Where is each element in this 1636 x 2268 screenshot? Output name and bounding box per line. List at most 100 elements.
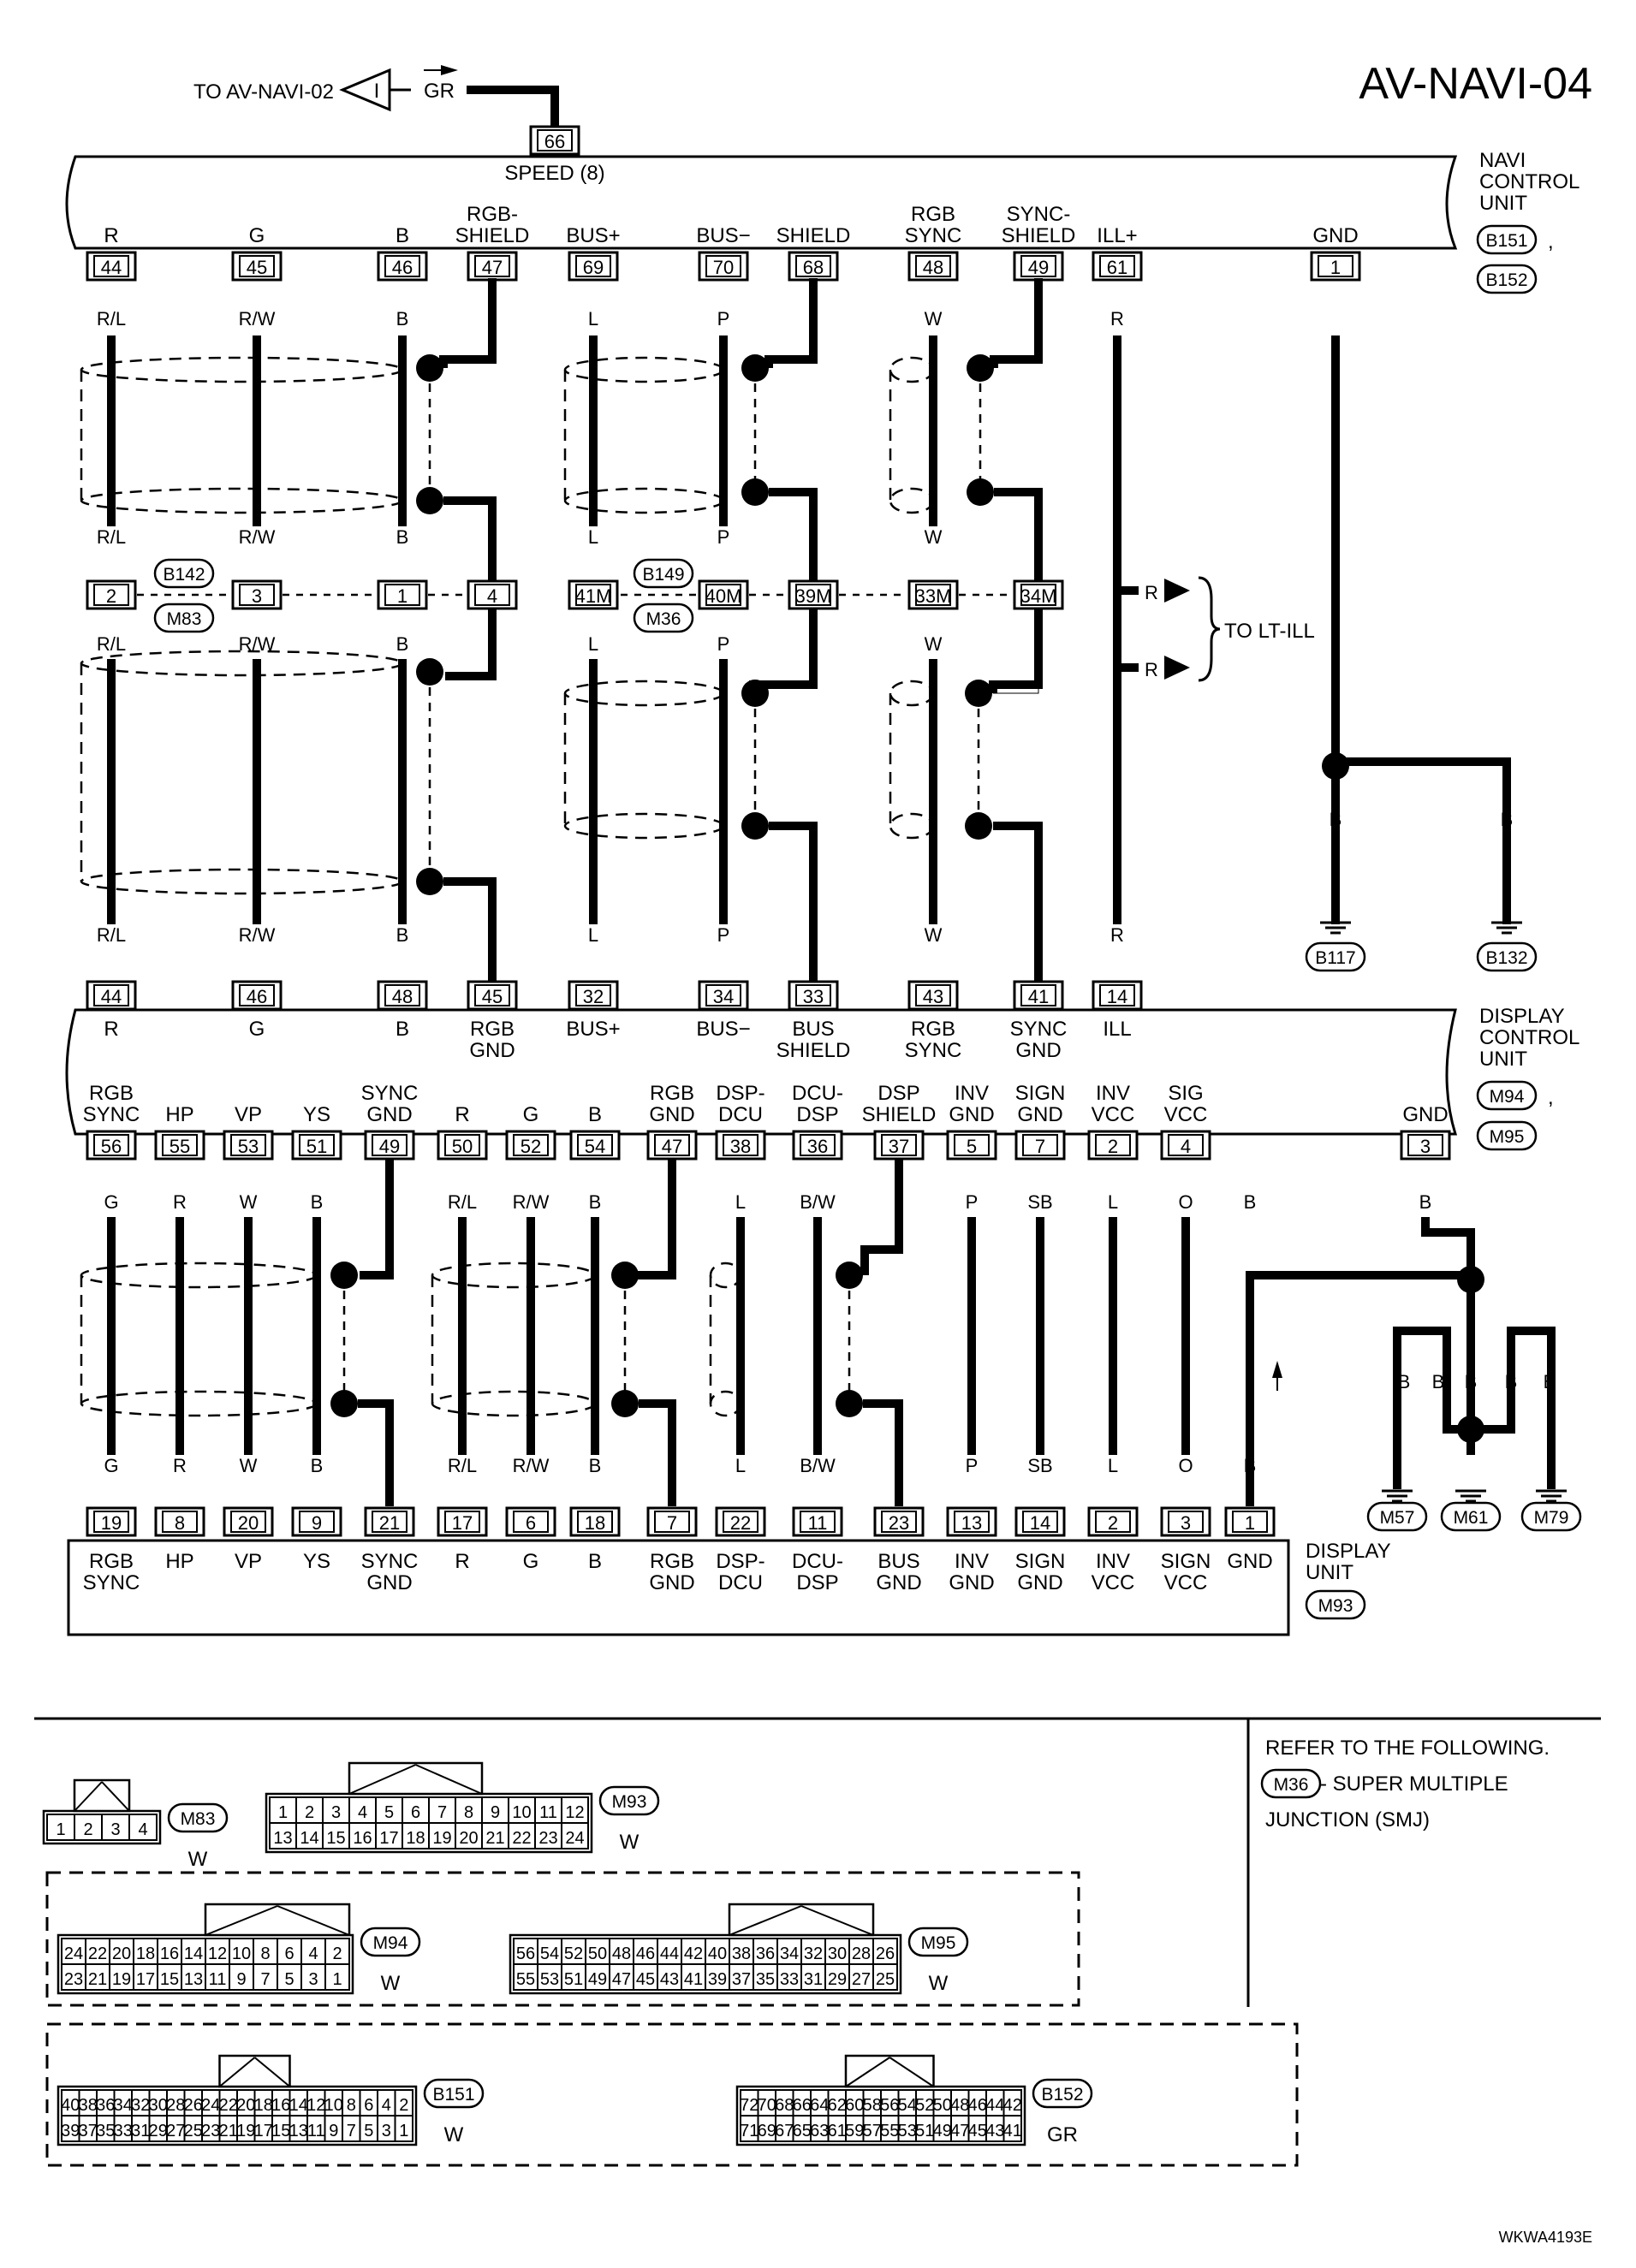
wire-color: R bbox=[173, 1455, 187, 1476]
pin-box bbox=[1407, 1134, 1443, 1156]
pin-box bbox=[1099, 984, 1135, 1006]
dcu-bottom-label: DSP bbox=[877, 1082, 919, 1105]
cavity-number: 45 bbox=[968, 2122, 987, 2140]
connector-color: W bbox=[620, 1831, 640, 1854]
dcu-bottom-pin: 53 bbox=[238, 1136, 259, 1157]
shield-cable bbox=[80, 1262, 318, 1289]
wire-color: W bbox=[240, 1455, 258, 1476]
display-unit-pin: 3 bbox=[1181, 1512, 1191, 1534]
to-lt-ill-label: TO LT-ILL bbox=[1224, 620, 1315, 643]
cavity-number: 17 bbox=[254, 2122, 273, 2140]
navi-pin-label: SHIELD bbox=[455, 224, 530, 247]
wire-color: B bbox=[1465, 1371, 1478, 1392]
display-unit-label: SYNC bbox=[83, 1571, 140, 1594]
cavity-number: 6 bbox=[364, 2096, 373, 2115]
cavity-number: 40 bbox=[708, 1944, 727, 1963]
pin-box bbox=[1099, 255, 1135, 277]
pin-box bbox=[1318, 255, 1353, 277]
pin-box bbox=[513, 1134, 549, 1156]
cavity-number: 61 bbox=[828, 2122, 847, 2140]
cavity bbox=[455, 1822, 483, 1849]
cavity-number: 52 bbox=[915, 2096, 934, 2115]
dcu-bottom-pin: 54 bbox=[585, 1136, 605, 1157]
cavity-number: 5 bbox=[364, 2122, 373, 2140]
dcu-bottom-pin: 2 bbox=[1108, 1136, 1118, 1157]
cavity-number: 9 bbox=[236, 1970, 246, 1989]
display-unit-label: VP bbox=[235, 1550, 262, 1573]
cavity-number: 39 bbox=[708, 1970, 727, 1989]
cavity bbox=[776, 1963, 802, 1991]
ground-wire bbox=[1393, 1327, 1471, 1489]
cavity-number: 7 bbox=[347, 2122, 356, 2140]
cavity bbox=[508, 1796, 536, 1824]
display-unit-pin: 20 bbox=[238, 1512, 259, 1534]
connector-id: M94 bbox=[373, 1933, 408, 1953]
pin-box bbox=[705, 584, 741, 606]
cavity bbox=[657, 1938, 682, 1965]
wire-color: B bbox=[1501, 809, 1514, 830]
drain-wire bbox=[443, 877, 497, 984]
shield-cable bbox=[431, 1390, 597, 1417]
connector-key bbox=[218, 2054, 291, 2088]
cavity-number: 3 bbox=[110, 1820, 120, 1839]
pin-box bbox=[577, 1511, 613, 1533]
display-unit-pin: 9 bbox=[312, 1512, 322, 1534]
drain-wire bbox=[749, 609, 818, 693]
dcu-title: DISPLAY bbox=[1479, 1005, 1565, 1028]
junction-pin: 34M bbox=[1020, 585, 1057, 607]
dcu-gnd-pin: 3 bbox=[1420, 1136, 1431, 1157]
cavity-number: 54 bbox=[898, 2096, 917, 2115]
wire-color: P bbox=[717, 924, 730, 946]
drain-wire bbox=[994, 488, 1043, 581]
wire-color: G bbox=[104, 1455, 118, 1476]
pin-box bbox=[1095, 1511, 1131, 1533]
cavity-number: 15 bbox=[271, 2122, 290, 2140]
cavity bbox=[375, 1822, 403, 1849]
wire-color: R/W bbox=[239, 924, 276, 946]
dcu-top-pin: 46 bbox=[247, 986, 267, 1007]
wire-color: P bbox=[966, 1455, 979, 1476]
cavity bbox=[133, 1963, 158, 1991]
shield-cable bbox=[563, 812, 725, 840]
pin-box bbox=[162, 1134, 198, 1156]
dcu-bottom-label: SIG bbox=[1168, 1082, 1203, 1105]
pin-box bbox=[577, 1134, 613, 1156]
wire-color: P bbox=[717, 526, 730, 548]
cavity bbox=[46, 1814, 75, 1841]
dcu-bottom-label: VP bbox=[235, 1103, 262, 1126]
cavity bbox=[705, 1938, 730, 1965]
cavity-number: 6 bbox=[411, 1803, 420, 1822]
display-unit-label: R bbox=[455, 1550, 469, 1573]
cavity bbox=[428, 1796, 456, 1824]
dcu-top-label: SYNC bbox=[1010, 1018, 1068, 1041]
cavity-number: 4 bbox=[358, 1803, 367, 1822]
navi-unit-title: NAVI bbox=[1479, 149, 1526, 172]
connector-key bbox=[728, 1903, 875, 1937]
wire-color: W bbox=[925, 924, 943, 946]
pin-box bbox=[372, 1511, 408, 1533]
connector-id: M95 bbox=[1490, 1127, 1525, 1147]
display-unit-title: UNIT bbox=[1306, 1561, 1353, 1584]
cavity-number: 17 bbox=[379, 1829, 398, 1848]
wire-color: B bbox=[311, 1191, 324, 1213]
cavity-number: 20 bbox=[459, 1829, 478, 1848]
cavity-number: 25 bbox=[184, 2122, 203, 2140]
junction-pin: 1 bbox=[397, 585, 408, 607]
pin-box bbox=[705, 255, 741, 277]
cavity-number: 2 bbox=[305, 1803, 314, 1822]
pin-box bbox=[93, 1511, 129, 1533]
cavity-number: 54 bbox=[540, 1944, 559, 1963]
cavity-number: 3 bbox=[382, 2122, 391, 2140]
display-unit-label: INV bbox=[1096, 1550, 1130, 1573]
cavity bbox=[513, 1938, 538, 1965]
dcu-top-label: G bbox=[249, 1018, 265, 1041]
connector-color: W bbox=[929, 1972, 949, 1995]
connector-color: W bbox=[381, 1972, 401, 1995]
display-unit-pin: 13 bbox=[961, 1512, 982, 1534]
splice-dot bbox=[741, 812, 769, 840]
cavity-number: 67 bbox=[775, 2122, 794, 2140]
dcu-bottom-pin: 55 bbox=[170, 1136, 190, 1157]
dcu-bottom-label: GND bbox=[649, 1103, 694, 1126]
refer-text: REFER TO THE FOLLOWING. bbox=[1265, 1737, 1550, 1760]
